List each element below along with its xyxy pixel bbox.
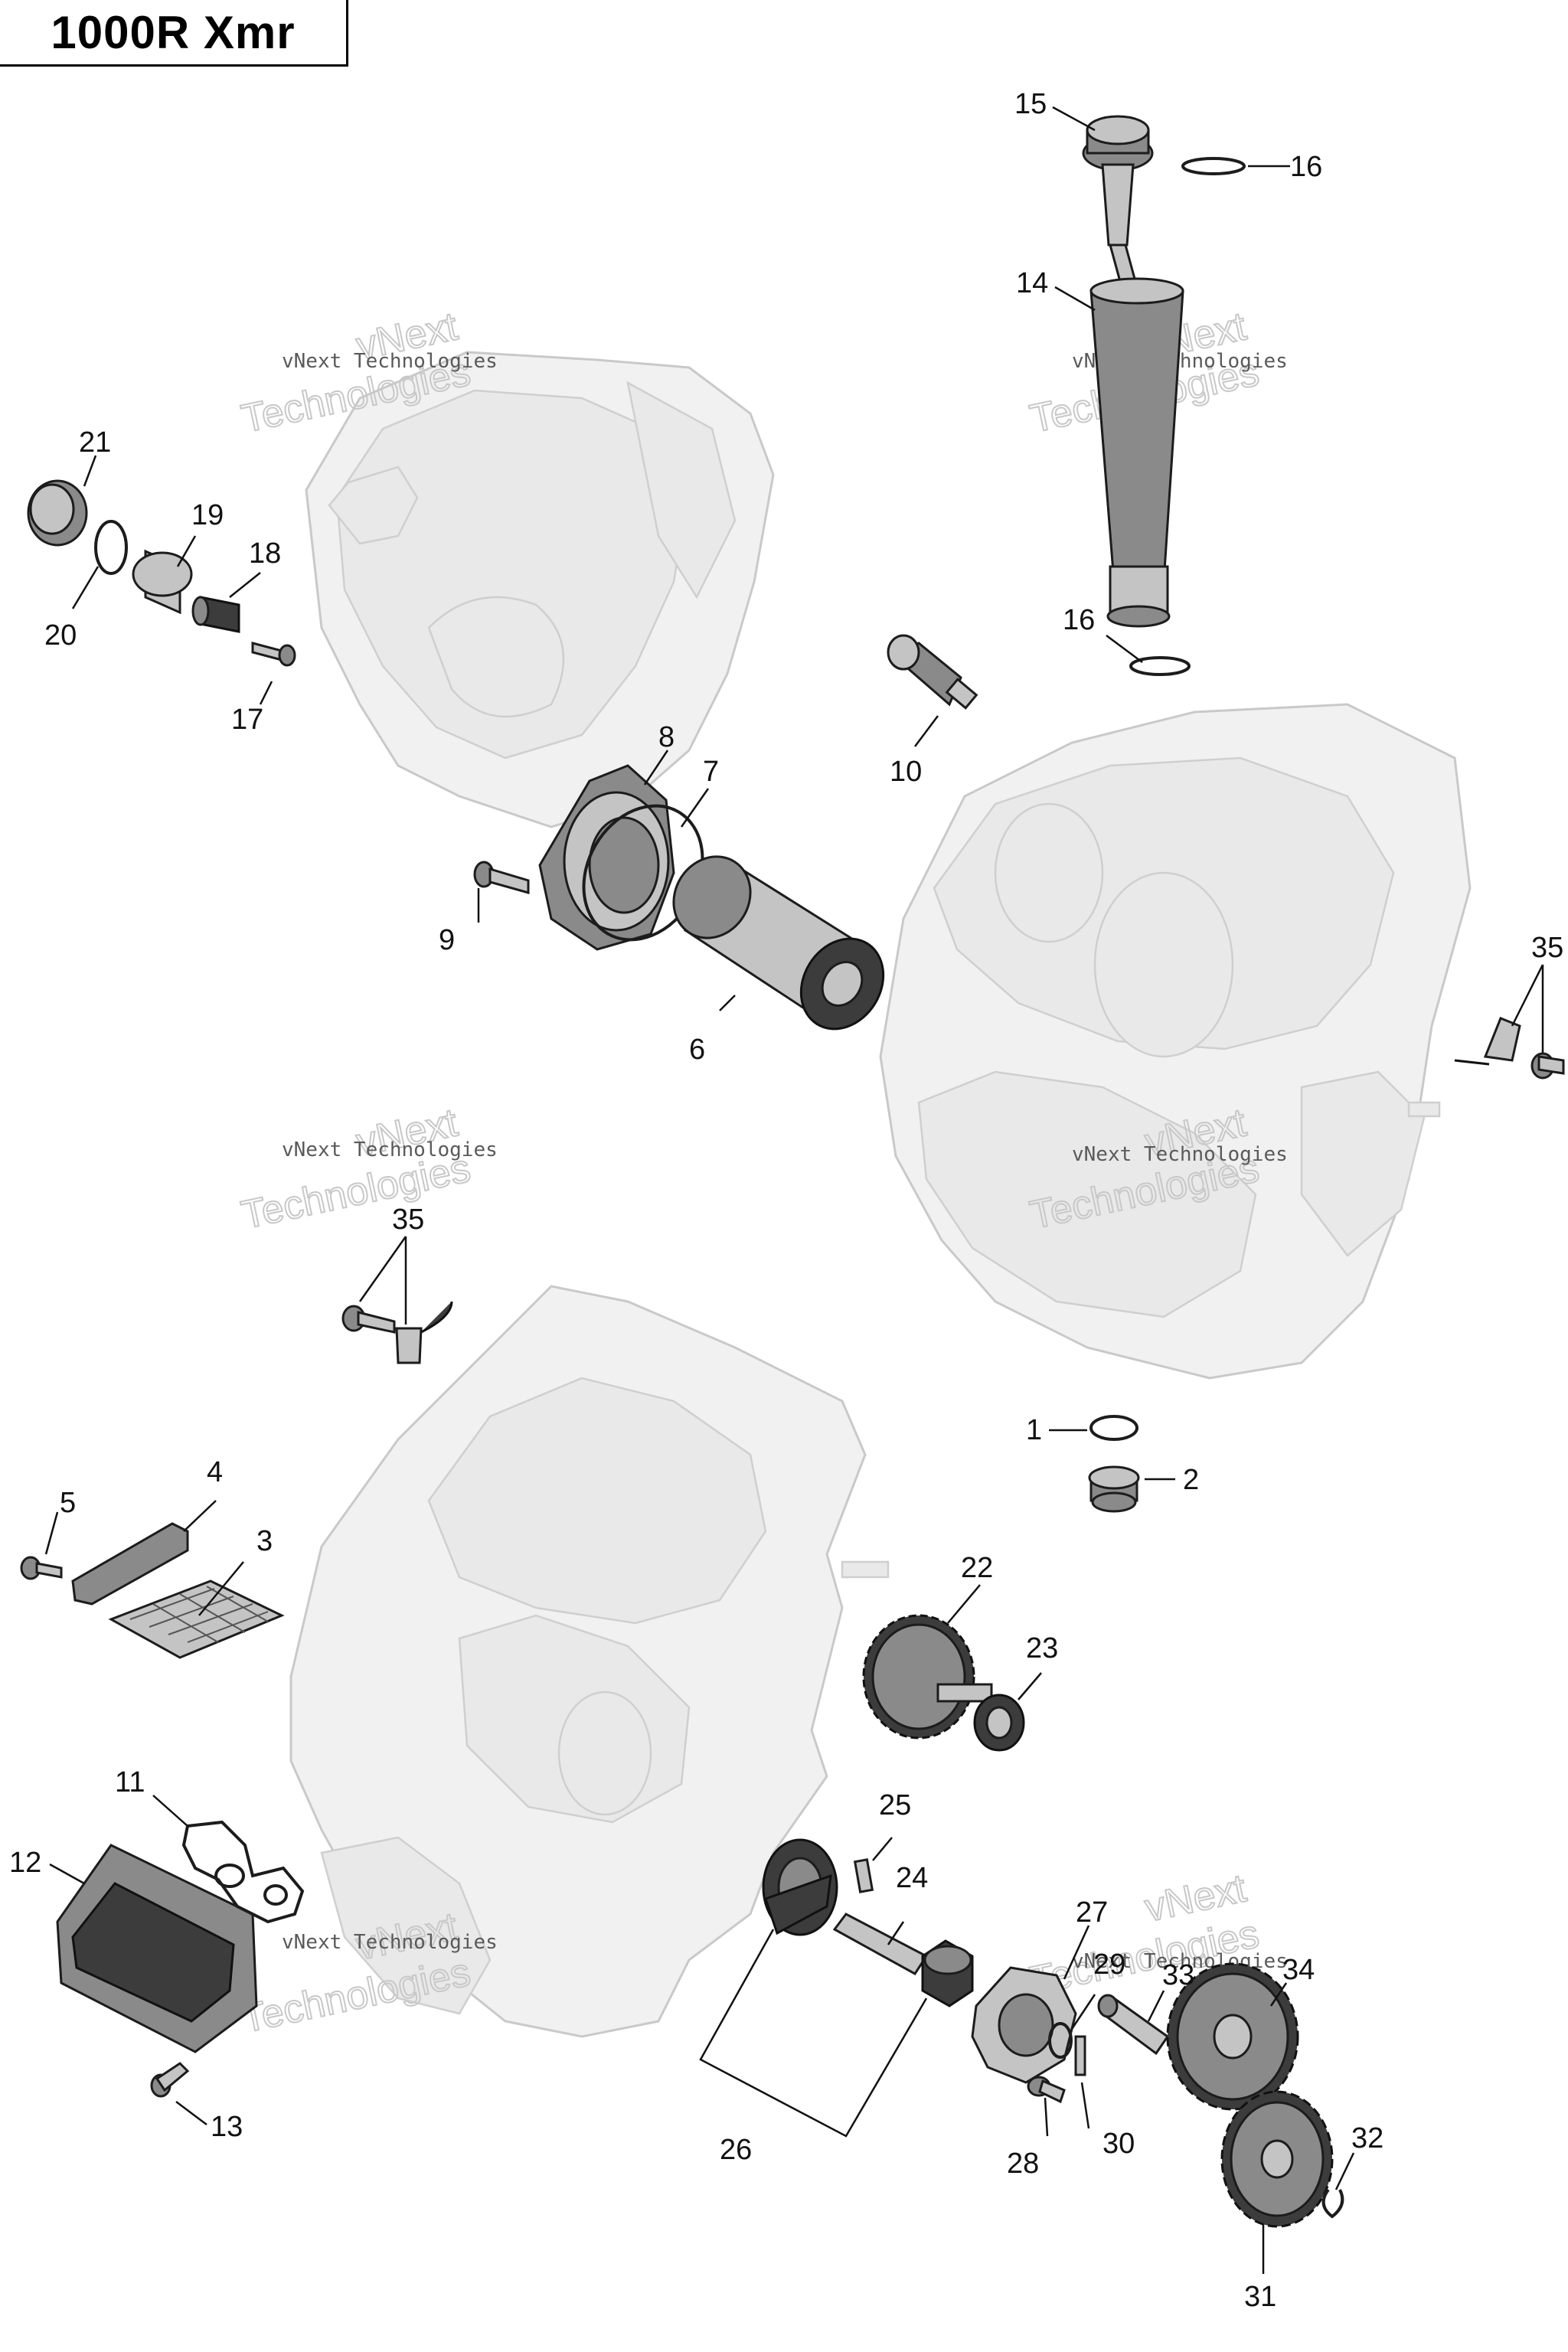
callout-1: 1 bbox=[1026, 1414, 1042, 1446]
part-18-spring bbox=[191, 596, 240, 633]
svg-text:vNext Technologies: vNext Technologies bbox=[282, 1931, 498, 1954]
part-12-oil-cooler bbox=[56, 1844, 258, 2053]
callout-31: 31 bbox=[1244, 2281, 1276, 2313]
callout-16-top: 16 bbox=[1290, 151, 1322, 183]
part-16-oring-bottom bbox=[1129, 656, 1191, 676]
part-9-screw bbox=[473, 861, 530, 894]
callout-25: 25 bbox=[879, 1789, 911, 1821]
part-26-pump-rotor-outer bbox=[762, 1838, 838, 1936]
title-box: 1000R Xmr bbox=[0, 0, 348, 67]
part-30-pin bbox=[1074, 2035, 1086, 2076]
svg-text:vNext Technologies: vNext Technologies bbox=[282, 350, 498, 373]
part-35-bracket-right bbox=[1454, 1017, 1565, 1080]
callout-4: 4 bbox=[207, 1456, 223, 1488]
callout-18: 18 bbox=[249, 537, 281, 570]
part-4-retaining-bracket bbox=[71, 1522, 189, 1606]
callout-9: 9 bbox=[439, 924, 455, 956]
callout-20: 20 bbox=[44, 619, 77, 652]
part-3-oil-screen bbox=[108, 1579, 285, 1659]
callout-11: 11 bbox=[115, 1766, 145, 1798]
part-19-valve-piston bbox=[132, 549, 193, 615]
part-21-plug bbox=[27, 479, 88, 547]
part-32-circlip bbox=[1321, 2188, 1344, 2219]
leader-lines bbox=[44, 106, 1544, 2274]
svg-text:vNext Technologies: vNext Technologies bbox=[282, 1138, 498, 1161]
part-17-screw bbox=[251, 642, 296, 667]
part-8-filter-cover bbox=[538, 764, 675, 951]
part-35-bracket-left bbox=[341, 1301, 453, 1364]
callout-7: 7 bbox=[703, 756, 719, 788]
callout-30: 30 bbox=[1102, 2128, 1135, 2160]
callout-8: 8 bbox=[658, 721, 675, 753]
ghost-case-right bbox=[879, 703, 1472, 1380]
part-29-oring bbox=[1048, 2022, 1073, 2059]
part-16-oring-top bbox=[1181, 157, 1246, 175]
callout-12: 12 bbox=[9, 1847, 41, 1879]
callout-35-right: 35 bbox=[1531, 932, 1563, 964]
callout-23: 23 bbox=[1026, 1632, 1058, 1664]
svg-text:Technologies: Technologies bbox=[237, 1950, 474, 2042]
callout-14: 14 bbox=[1016, 267, 1048, 299]
callout-22: 22 bbox=[961, 1552, 993, 1584]
part-26-pump-rotor-inner bbox=[921, 1939, 974, 2007]
part-34-pump-gear bbox=[1166, 1962, 1299, 2111]
callout-32: 32 bbox=[1351, 2122, 1383, 2154]
callout-26: 26 bbox=[720, 2134, 752, 2166]
part-1-oring bbox=[1089, 1415, 1138, 1441]
callout-27-shown: 27 bbox=[1076, 1896, 1108, 1929]
part-6-oil-filter bbox=[672, 855, 885, 1031]
callout-35-left: 35 bbox=[392, 1204, 424, 1236]
ghost-case-upper-left bbox=[305, 351, 775, 828]
diagram-title: 1000R Xmr bbox=[51, 6, 296, 58]
part-25-pin bbox=[853, 1858, 874, 1893]
callout-19: 19 bbox=[191, 499, 224, 531]
part-11-cooler-gasket bbox=[181, 1820, 305, 1924]
part-10-pressure-sensor bbox=[887, 634, 978, 710]
ghost-case-lower-left bbox=[289, 1285, 890, 2038]
callout-29: 29 bbox=[1093, 1949, 1125, 1981]
part-31-pump-gear bbox=[1220, 2090, 1334, 2228]
callout-6: 6 bbox=[689, 1034, 705, 1066]
callout-10: 10 bbox=[890, 756, 922, 788]
callout-28: 28 bbox=[1007, 2148, 1039, 2180]
part-28-screw bbox=[1027, 2076, 1066, 2104]
part-5-screw bbox=[20, 1556, 63, 1580]
part-20-oring bbox=[94, 520, 128, 575]
callout-5: 5 bbox=[60, 1487, 76, 1519]
watermark-3: vNext Technologies vNext Technologies bbox=[237, 1099, 498, 1238]
callout-13: 13 bbox=[211, 2111, 243, 2143]
part-23-bearing bbox=[973, 1694, 1025, 1752]
callout-17-shown: 17 bbox=[231, 704, 263, 736]
part-14-dipstick-tube bbox=[1089, 277, 1184, 628]
callout-21: 21 bbox=[79, 426, 111, 459]
part-2-drain-plug bbox=[1088, 1465, 1140, 1513]
callout-34: 34 bbox=[1282, 1954, 1315, 1986]
part-24-pump-shaft bbox=[832, 1913, 929, 1975]
callout-16-bottom: 16 bbox=[1063, 604, 1095, 636]
part-22-intermediate-gear bbox=[862, 1614, 993, 1740]
callout-2: 2 bbox=[1183, 1464, 1199, 1496]
callout-3: 3 bbox=[256, 1525, 273, 1557]
callout-24: 24 bbox=[896, 1862, 928, 1894]
svg-text:vNext Technologies: vNext Technologies bbox=[1072, 1143, 1288, 1166]
callout-labels: 15 16 14 16 21 20 19 18 16 17 8 7 9 6 10… bbox=[9, 88, 1563, 2313]
part-13-screw bbox=[150, 2062, 190, 2098]
part-27-pump-cover bbox=[971, 1966, 1077, 2084]
callout-15: 15 bbox=[1014, 88, 1047, 120]
callout-33: 33 bbox=[1162, 1959, 1194, 1991]
